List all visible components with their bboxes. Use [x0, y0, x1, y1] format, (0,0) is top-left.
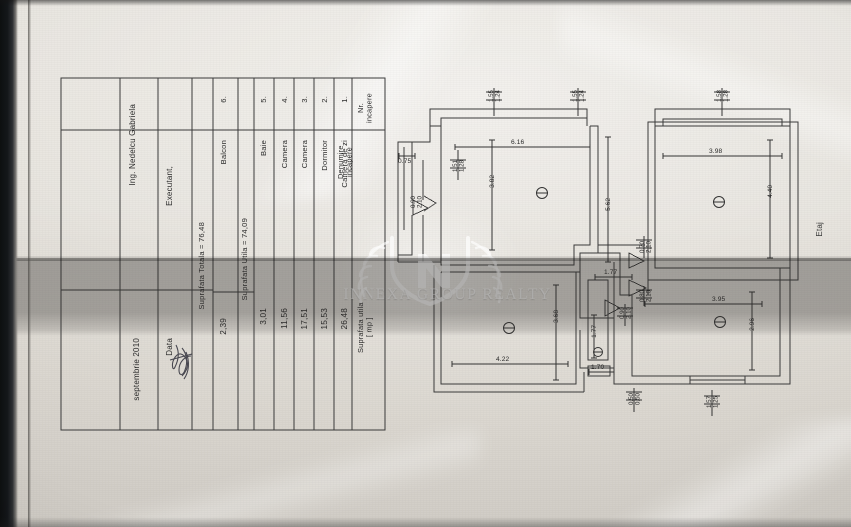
photo-top-edge [0, 0, 851, 6]
dimension-5-62: 5.62 [605, 198, 612, 211]
table-cell-area: 15,53 [320, 308, 329, 330]
table-cell-name: Baie [259, 140, 268, 156]
dimension-1-77-top: 1.77 [604, 269, 618, 276]
dimension-1-77-left: 1.77 [591, 325, 598, 338]
dimension-3-68: 3.68 [553, 310, 560, 323]
table-row: 3. [300, 96, 309, 103]
table-cell-area: 26,48 [340, 308, 349, 330]
dimension-2-96: 2.96 [749, 318, 756, 331]
table-row: 1. [340, 96, 349, 103]
executant-name: Ing. Nedelcu Gabriela [128, 104, 137, 186]
table-cell-name: Balcon [219, 140, 228, 165]
table-header-area: Suprafata utila[ mp ] [356, 302, 374, 353]
table-row: 5. [259, 96, 268, 103]
total-utila: Suprafata Utila = 74,09 [240, 218, 249, 301]
dimension-1-70: 1.70 [591, 364, 605, 371]
table-cell-name: Camera [300, 140, 309, 169]
photo-left-edge [0, 0, 18, 527]
table-header-nr: Nr.incapere [356, 93, 374, 123]
dimension-3-82: 3.82 [489, 175, 496, 188]
dimension-4-40: 4.40 [767, 185, 774, 198]
table-cell-area: 3,01 [259, 308, 268, 325]
table-cell-area: 2,39 [219, 318, 228, 335]
table-cell-area: 11,56 [280, 308, 289, 329]
executant-label: Executant, [165, 166, 174, 206]
table-cell-name: Dormitor [320, 140, 329, 171]
dimension-6-16: 6.16 [511, 139, 525, 146]
dimension-4-22: 4.22 [496, 356, 510, 363]
dimension-3-95: 3.95 [712, 296, 726, 303]
level-label: Etaj [815, 222, 824, 237]
table-cell-area: 17,51 [300, 308, 309, 330]
data-value: septembrie 2010 [132, 338, 141, 401]
dimension-0-75: 0.75 [398, 158, 412, 165]
table-row: 6. [219, 96, 228, 103]
table-cell-name: Camera de zi [340, 140, 349, 188]
photo-bottom-edge [0, 517, 851, 527]
data-label: Data [165, 338, 174, 356]
table-cell-name: Camera [280, 140, 289, 169]
photo-left-edge-inner [28, 0, 31, 527]
dimension-3-98: 3.98 [709, 148, 723, 155]
table-row: 2. [320, 96, 329, 103]
table-row: 4. [280, 96, 289, 103]
total-totala: Suprafata Totala = 76,48 [197, 222, 206, 310]
